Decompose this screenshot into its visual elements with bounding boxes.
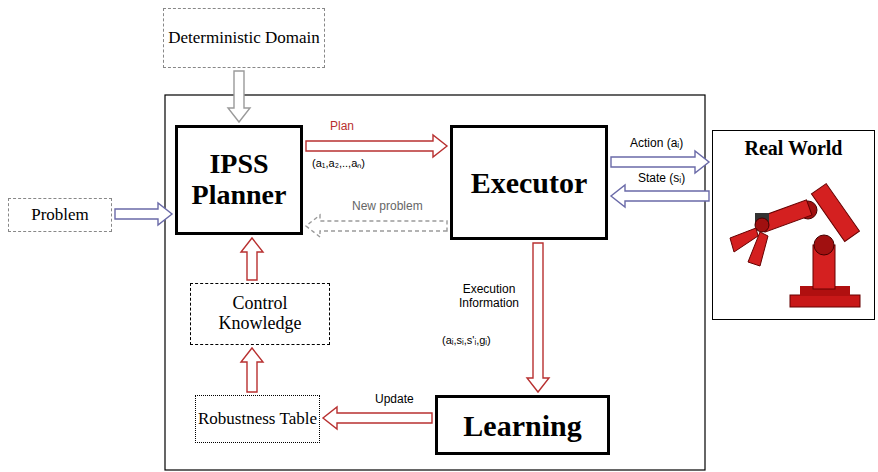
tuple-label: (aᵢ,sᵢ,s'ᵢ,gᵢ) [442,334,491,346]
block-arrow [611,151,709,173]
input-box: Problem [8,198,112,232]
node-text: Real World [745,137,843,159]
node-text: Problem [31,206,89,225]
block-arrow [241,348,263,392]
table-box: Robustness Table [195,395,320,443]
system-border [165,95,705,470]
edge-label: Action (aᵢ) [630,136,683,150]
block-arrow [228,71,250,122]
learning-box: Learning [435,395,610,455]
robot-arm [730,184,860,307]
block-arrow [611,185,709,207]
tuple-label: (a₁,a₂,..,aₙ) [312,155,365,170]
block-arrow [306,215,447,237]
edge-label: Update [375,392,414,406]
planner-box: IPSS Planner [175,125,303,235]
edge-label: State (sᵢ) [638,171,685,185]
executor-box: Executor [450,125,608,240]
block-arrow [527,243,549,392]
block-arrow [115,203,172,225]
knowledge-box: Control Knowledge [190,283,330,345]
edge-label: New problem [352,199,423,213]
edge-label: Execution Information [450,282,528,310]
domain-box: Deterministic Domain [163,8,325,68]
node-text: Deterministic Domain [168,29,320,48]
world-box: Real World [712,130,875,320]
node-text: Robustness Table [198,410,317,429]
edge-label: Plan [330,119,354,133]
node-text: IPSS Planner [178,149,300,211]
node-text: Learning [463,409,581,442]
block-arrow [241,238,263,280]
node-text: Executor [471,166,588,199]
node-text: Control Knowledge [191,294,329,334]
block-arrow [306,135,447,157]
block-arrow [323,407,432,429]
